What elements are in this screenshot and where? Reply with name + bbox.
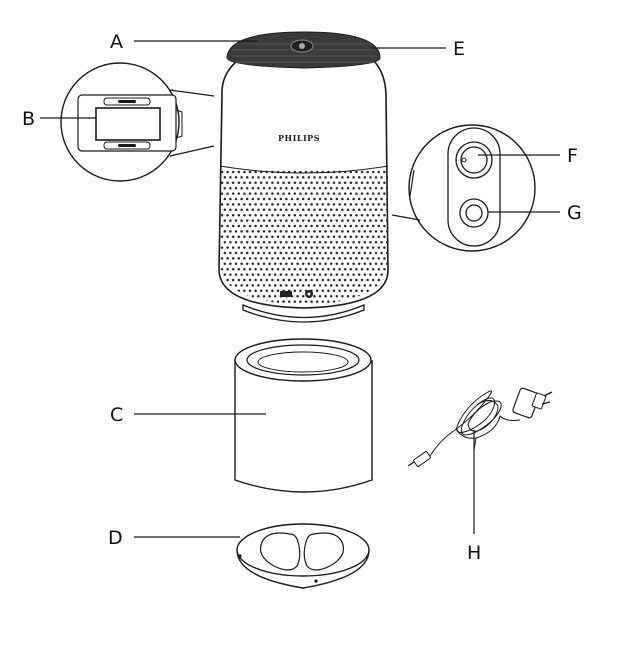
detail-b-callout — [60, 62, 215, 182]
leader-lines — [40, 40, 560, 538]
top-control-panel — [226, 31, 381, 69]
label-h: H — [467, 542, 481, 564]
brand-logo: PHILIPS — [278, 133, 320, 143]
dc-plug — [407, 451, 431, 467]
purifier-base-rim — [242, 304, 365, 323]
reset-button-g — [459, 198, 489, 228]
air-purifier-unit: PHILIPS ··· — [218, 31, 389, 323]
label-b: B — [22, 108, 35, 130]
wall-adapter — [512, 387, 553, 419]
airflow-icon: ··· — [280, 291, 292, 304]
label-f: F — [567, 145, 578, 167]
label-a: A — [110, 31, 123, 53]
filter-slot-illustration — [77, 94, 183, 152]
power-adapter — [407, 387, 553, 467]
power-button-f — [455, 141, 493, 179]
label-e: E — [453, 38, 465, 60]
svg-text:···: ··· — [285, 300, 288, 304]
power-icon — [305, 290, 313, 298]
label-d: D — [108, 527, 123, 549]
label-g: G — [567, 202, 582, 224]
label-c: C — [110, 404, 123, 426]
power-cable — [429, 390, 521, 457]
base-tray — [236, 523, 370, 589]
part-labels: A B C D E F G H — [22, 31, 582, 564]
filter-cylinder — [234, 338, 373, 493]
detail-fg-callout — [391, 124, 536, 252]
